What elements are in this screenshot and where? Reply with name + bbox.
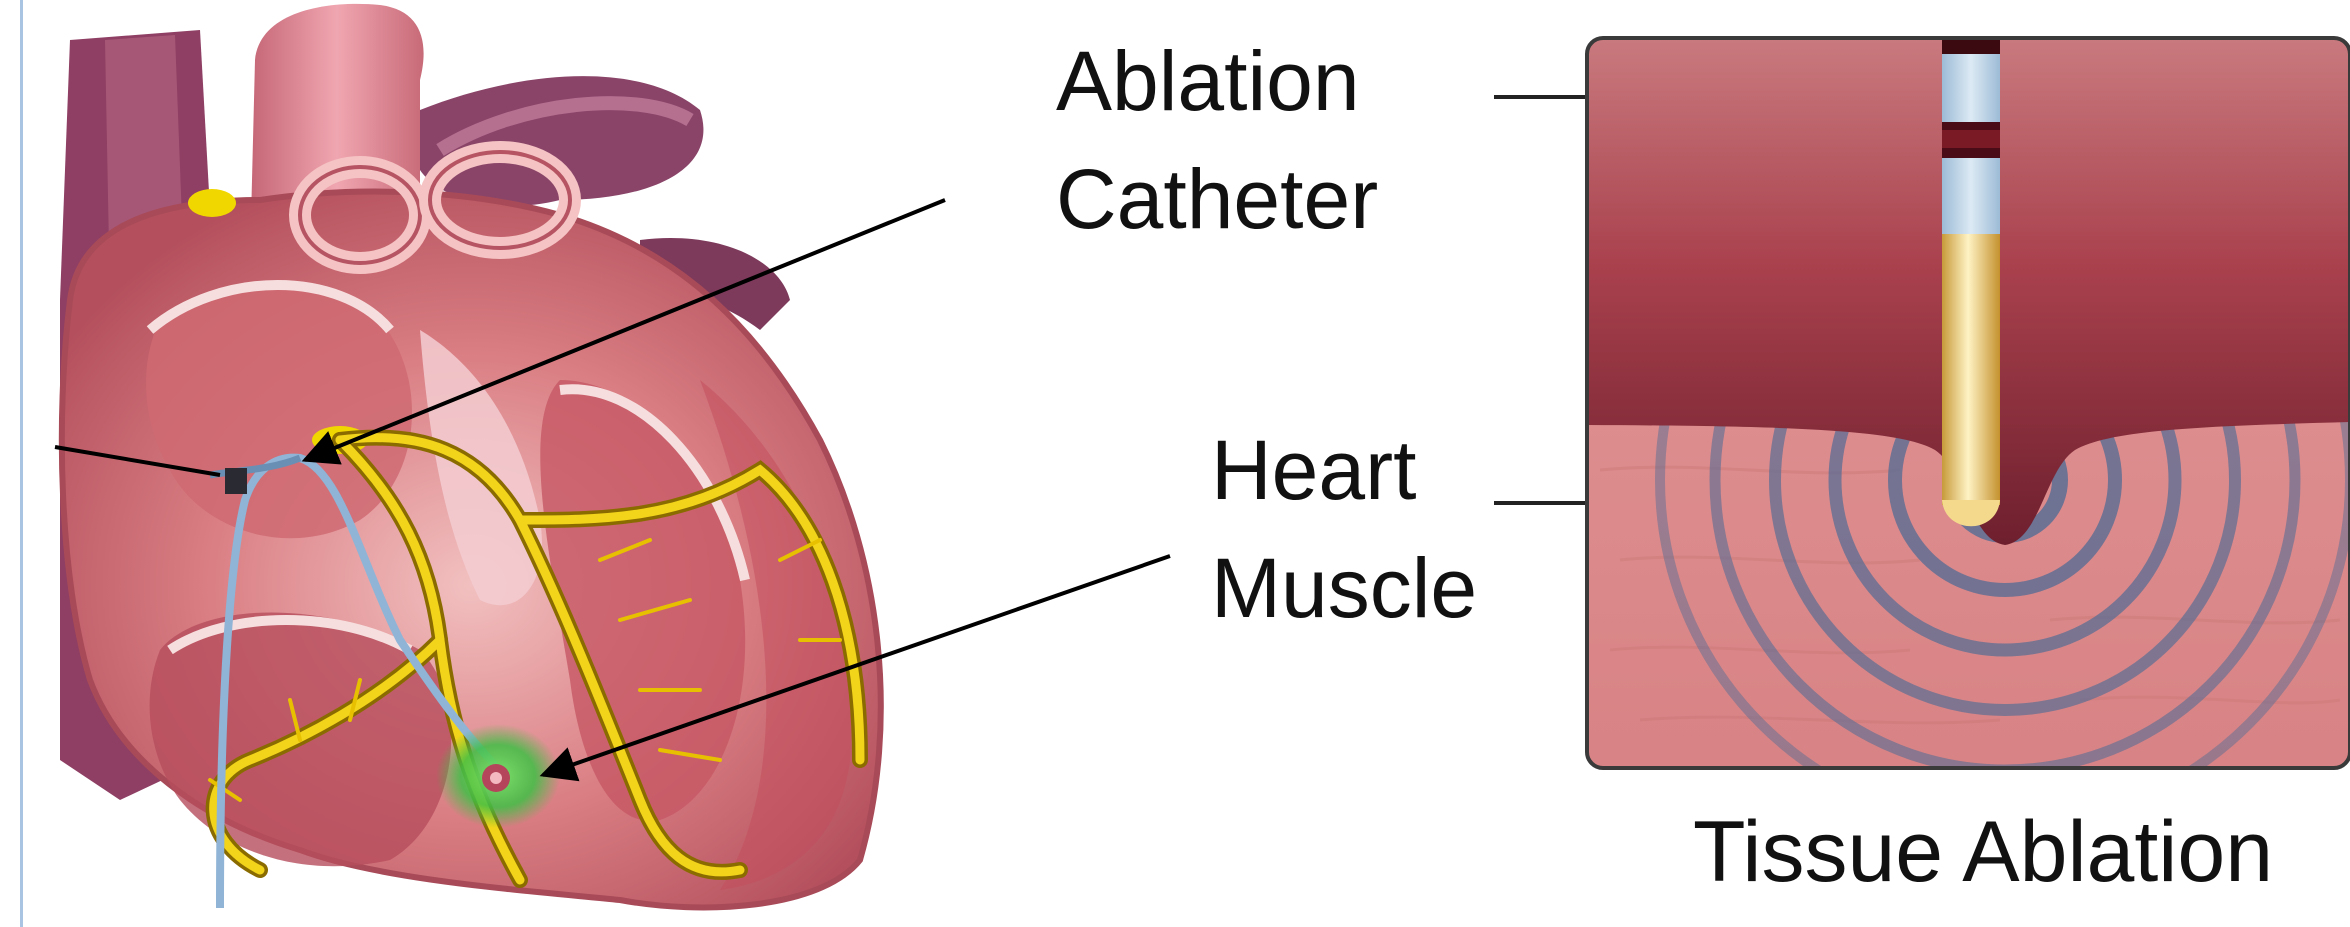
caption-text: Tissue Ablation [1693, 797, 2273, 907]
heart-illustration [60, 4, 881, 908]
catheter-shaft [1942, 230, 2000, 505]
label-ablation-catheter-line2: Catheter [1056, 140, 1378, 258]
sa-node [188, 189, 236, 217]
label-heart-muscle-line1: Heart [1211, 411, 1477, 529]
label-ablation-catheter-line1: Ablation [1056, 22, 1378, 140]
label-heart-muscle-line2: Muscle [1211, 529, 1477, 647]
caption-tissue-ablation: Tissue Ablation [1693, 797, 2273, 907]
label-heart-muscle: Heart Muscle [1211, 411, 1477, 647]
tissue-ablation-panel [1587, 38, 2350, 825]
label-ablation-catheter: Ablation Catheter [1056, 22, 1378, 258]
